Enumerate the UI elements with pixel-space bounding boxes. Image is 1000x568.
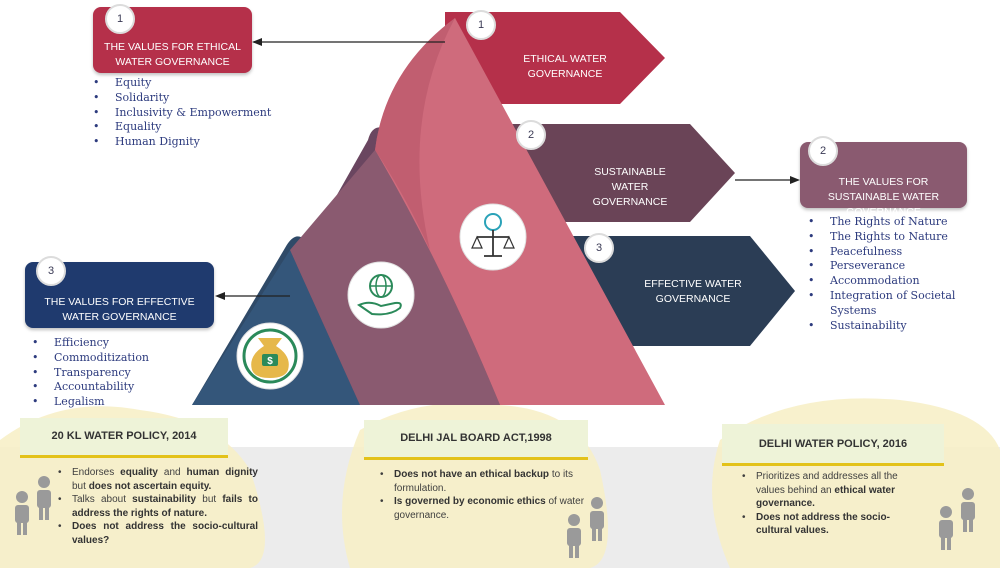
ethical-values-title: THE VALUES FOR ETHICAL WATER GOVERNANCE [104,41,241,68]
sustainable-governance-label: SUSTAINABLE WATER GOVERNANCE [592,166,668,208]
list-item: Human Dignity [93,135,271,150]
effective-values-title: THE VALUES FOR EFFECTIVE WATER GOVERNANC… [44,296,195,323]
policy-2016-list: Prioritizes and addresses all the values… [742,470,920,538]
list-item: Peacefulness [808,245,978,260]
list-item: Accountability [32,380,149,395]
sustainable-number-badge: 2 [516,120,546,150]
list-item: Legalism [32,395,149,410]
effective-arrow [560,236,795,346]
sustainable-values-number: 2 [808,136,838,166]
scales-of-justice-icon [459,203,527,271]
list-item: The Rights to Nature [808,230,978,245]
ethical-arrow [445,12,665,104]
effective-values-number: 3 [36,256,66,286]
sustainable-values-title: THE VALUES FOR SUSTAINABLE WATER GOVERNA… [827,176,940,218]
list-item: Accommodation [808,274,978,289]
ethical-values-box: THE VALUES FOR ETHICAL WATER GOVERNANCE [93,7,252,73]
list-item: Equity [93,76,271,91]
list-item: Sustainability [808,319,978,334]
ethical-face-fold [375,18,455,250]
effective-governance-label: EFFECTIVE WATER GOVERNANCE [644,278,742,305]
money-bag-icon: $ [236,322,304,390]
globe-in-hand-icon [347,261,415,329]
ethical-governance-label: ETHICAL WATER GOVERNANCE [523,53,607,80]
list-item: Does not address the socio-cultural valu… [58,520,258,547]
list-item: Prioritizes and addresses all the values… [742,470,920,511]
policy-1998-title: DELHI JAL BOARD ACT,1998 [364,420,588,460]
person-icon [15,476,51,535]
list-item: Commoditization [32,351,149,366]
list-item: Inclusivity & Empowerment [93,106,271,121]
effective-number-badge: 3 [584,233,614,263]
list-item: Transparency [32,366,149,381]
list-item: Endorses equality and human dignity but … [58,466,258,493]
list-item: Talks about sustainability but fails to … [58,493,258,520]
list-item: The Rights of Nature [808,215,978,230]
sustainable-values-list: The Rights of Nature The Rights to Natur… [808,215,978,333]
list-item: Equality [93,120,271,135]
ethical-values-number: 1 [105,4,135,34]
effective-values-list: Efficiency Commoditization Transparency … [32,336,149,410]
policy-2014-title: 20 KL WATER POLICY, 2014 [20,418,228,458]
list-item: Does not have an ethical backup to its f… [380,468,585,495]
list-item: Does not address the socio-cultural valu… [742,511,920,538]
ethical-values-list: Equity Solidarity Inclusivity & Empowerm… [93,76,271,150]
list-item: Solidarity [93,91,271,106]
policy-2014-list: Endorses equality and human dignity but … [58,466,258,548]
policy-2016-title: DELHI WATER POLICY, 2016 [722,424,944,466]
policy-1998-list: Does not have an ethical backup to its f… [380,468,585,522]
list-item: Is governed by economic ethics of water … [380,495,585,522]
list-item: Perseverance [808,259,978,274]
person-icon [567,497,604,558]
ethical-face [375,18,665,405]
list-item: Efficiency [32,336,149,351]
effective-values-box: THE VALUES FOR EFFECTIVE WATER GOVERNANC… [25,262,214,328]
ethical-number-badge: 1 [466,10,496,40]
person-icon [939,488,975,550]
list-item: Integration of Societal Systems [808,289,978,319]
sustainable-arrow [505,124,735,222]
svg-text:$: $ [267,356,273,367]
